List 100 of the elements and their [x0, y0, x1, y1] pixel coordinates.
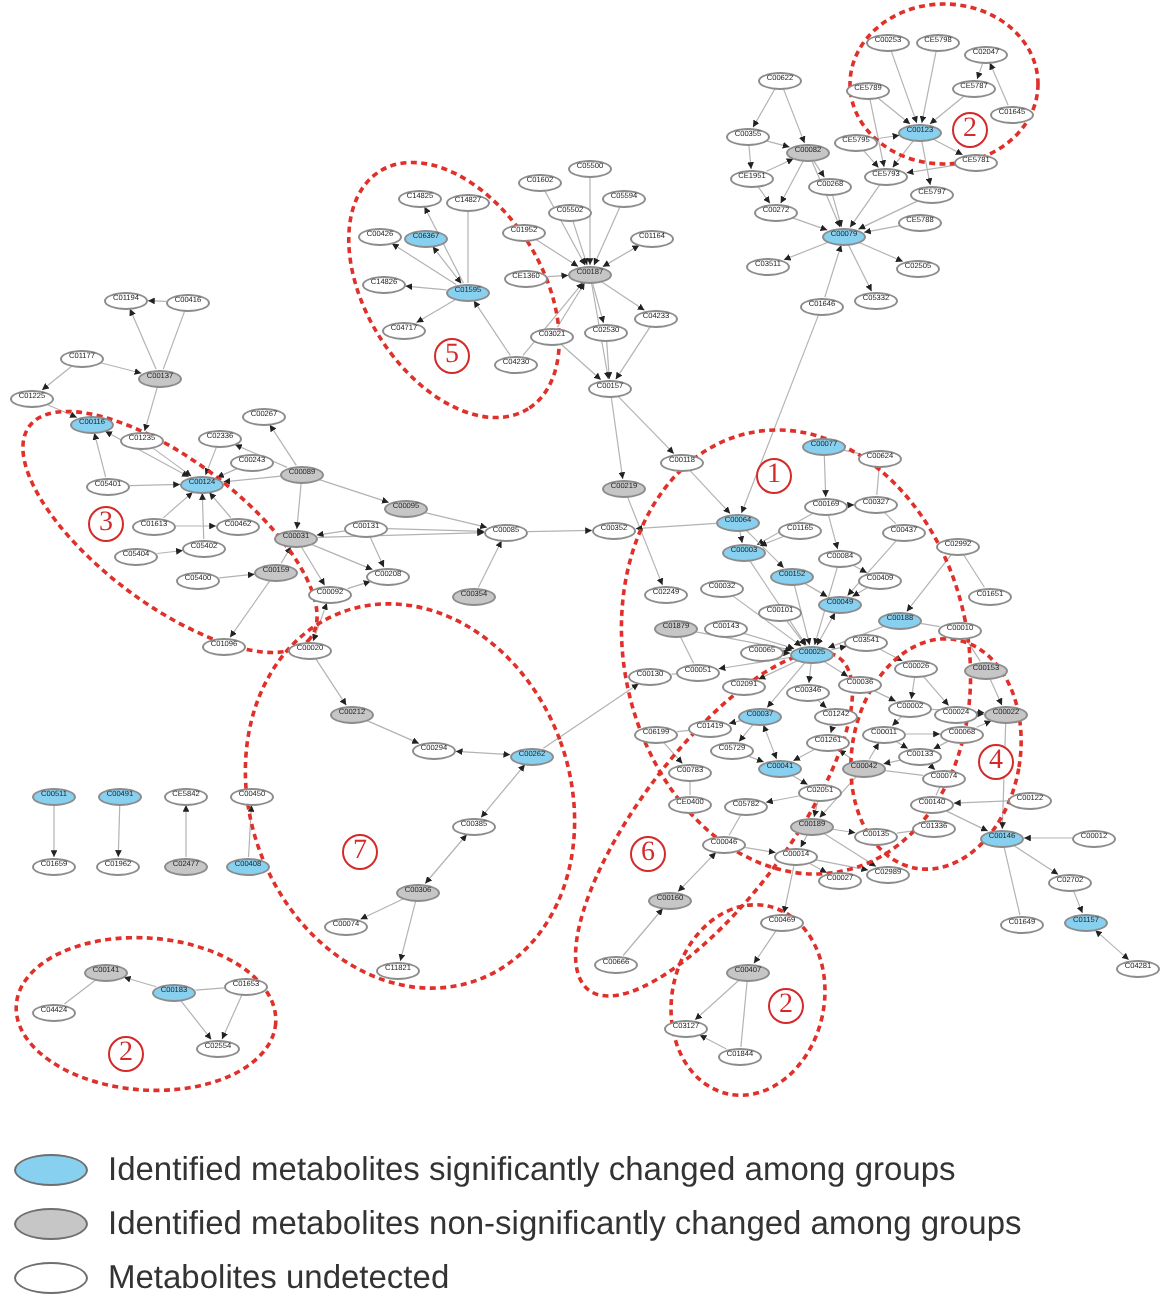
arrow	[953, 799, 1009, 807]
metabolite-node	[502, 223, 546, 241]
arrow	[216, 468, 238, 478]
metabolite-node	[862, 725, 906, 743]
arrow	[879, 648, 903, 662]
arrow	[310, 543, 374, 571]
arrow	[415, 298, 457, 324]
metabolite-node	[70, 415, 114, 433]
metabolite-node	[938, 621, 982, 639]
metabolite-node	[452, 817, 496, 835]
arrow	[689, 469, 731, 515]
metabolite-node	[888, 699, 932, 717]
arrow	[747, 144, 754, 170]
metabolite-node	[858, 449, 902, 467]
metabolite-node	[660, 453, 704, 471]
arrow	[989, 678, 1003, 706]
metabolite-node	[382, 321, 426, 339]
metabolite-node	[446, 193, 490, 211]
metabolite-node	[396, 883, 440, 901]
arrow	[699, 1034, 727, 1050]
arrow	[740, 314, 820, 514]
arrow	[766, 661, 806, 709]
arrow	[785, 620, 807, 646]
metabolite-node	[588, 379, 632, 397]
arrow	[747, 755, 765, 763]
arrow	[115, 804, 122, 858]
arrow	[829, 724, 836, 734]
metabolite-node	[814, 707, 858, 725]
metabolite-node	[898, 747, 942, 765]
arrow	[522, 281, 584, 357]
arrow	[208, 491, 232, 519]
arrow	[863, 225, 901, 235]
metabolite-node	[730, 169, 774, 187]
metabolite-node	[726, 963, 770, 981]
arrow	[247, 804, 255, 858]
metabolite-node	[718, 1047, 762, 1065]
metabolite-node	[1000, 915, 1044, 933]
metabolite-node	[854, 827, 898, 845]
arrow	[572, 220, 589, 266]
arrow	[480, 763, 526, 819]
arrow	[129, 308, 157, 370]
metabolite-node	[910, 185, 954, 203]
arrow	[811, 160, 841, 228]
metabolite-node	[384, 499, 428, 517]
arrow	[827, 514, 840, 550]
arrow	[813, 566, 838, 646]
arrow	[743, 846, 777, 855]
arrow	[749, 560, 807, 646]
legend-label: Identified metabolites significantly changed among groups	[108, 1150, 956, 1190]
arrow	[792, 748, 816, 762]
arrow	[851, 586, 869, 598]
metabolite-node	[758, 759, 802, 777]
arrow	[890, 50, 918, 124]
group-number: 6	[630, 836, 666, 872]
group-number: 7	[342, 834, 378, 870]
metabolite-node	[634, 725, 678, 743]
arrow	[229, 580, 271, 638]
metabolite-node	[630, 229, 674, 247]
arrow	[838, 749, 854, 761]
metabolite-node	[980, 829, 1024, 847]
group-number: 1	[756, 458, 792, 494]
arrow	[615, 326, 651, 380]
legend-label: Metabolites undetected	[108, 1258, 450, 1298]
arrow	[694, 979, 740, 1021]
metabolite-node	[180, 475, 224, 493]
metabolite-node	[280, 465, 324, 483]
metabolite-node	[806, 733, 850, 751]
metabolite-node	[584, 323, 628, 341]
metabolite-node	[366, 567, 410, 585]
metabolite-node	[166, 293, 210, 311]
metabolite-node	[866, 33, 910, 51]
metabolite-node	[722, 677, 766, 695]
arrow	[605, 340, 613, 380]
metabolite-node	[592, 521, 636, 539]
arrow	[1023, 834, 1073, 842]
connector-line	[919, 622, 941, 628]
arrow	[610, 396, 626, 480]
arrow	[218, 571, 256, 579]
arrow	[424, 511, 488, 530]
arrow	[745, 529, 785, 569]
metabolite-node	[32, 787, 76, 805]
metabolite-node	[568, 159, 612, 177]
metabolite-node	[798, 783, 842, 801]
metabolite-node	[854, 495, 898, 513]
metabolite-node	[138, 369, 182, 387]
metabolite-node	[594, 955, 638, 973]
metabolite-node	[152, 983, 196, 1001]
metabolite-node	[398, 189, 442, 207]
connector-line	[679, 636, 695, 664]
arrow	[783, 241, 829, 261]
arrow	[315, 658, 347, 706]
metabolite-node	[628, 667, 672, 685]
metabolite-node	[1116, 959, 1160, 977]
metabolite-node	[668, 795, 712, 813]
metabolite-node	[376, 961, 420, 979]
arrow	[882, 759, 902, 766]
connector-line	[876, 466, 880, 496]
arrow	[808, 862, 828, 874]
arrow	[822, 454, 829, 498]
arrow	[221, 994, 243, 1040]
